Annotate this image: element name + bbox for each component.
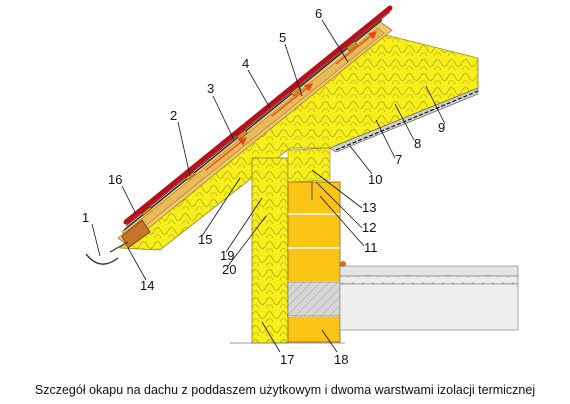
callout-14: 14: [140, 278, 154, 293]
wall-insulation: [251, 157, 289, 344]
floor-finish: [339, 265, 519, 277]
wall: [230, 147, 345, 344]
callout-8: 8: [414, 136, 421, 151]
leader-lines: [91, 19, 446, 353]
callout-11: 11: [364, 240, 378, 255]
gutter: [85, 253, 119, 265]
callout-19: 19: [220, 248, 234, 263]
callout-4: 4: [242, 56, 249, 71]
vapour-barrier: [335, 90, 479, 151]
callout-10: 10: [368, 172, 382, 187]
inner-lining: [329, 87, 479, 153]
callout-17: 17: [280, 352, 294, 367]
diagram-caption: Szczegół okapu na dachu z poddaszem użyt…: [34, 383, 536, 397]
block-wall: [287, 181, 341, 343]
callout-18: 18: [334, 352, 348, 367]
callout-20: 20: [222, 262, 236, 277]
roof-tiles: [123, 5, 393, 225]
callout-1: 1: [82, 210, 89, 225]
gutter-bracket: [109, 241, 129, 253]
eave-fascia: [121, 219, 151, 249]
ring-beam: [287, 281, 341, 317]
floor-slab: [339, 261, 519, 331]
floor-screed: [339, 275, 519, 285]
callout-2: 2: [170, 108, 177, 123]
floor-slab-concrete: [339, 283, 519, 331]
roof-tile-edge: [125, 11, 391, 227]
callout-3: 3: [207, 81, 214, 96]
sarking-board: [117, 27, 385, 244]
knee-insulation: [287, 147, 331, 183]
callout-16: 16: [108, 172, 122, 187]
callout-9: 9: [438, 120, 445, 135]
callout-15: 15: [198, 232, 212, 247]
roof-build-up: [117, 5, 479, 251]
callout-12: 12: [362, 220, 376, 235]
callout-5: 5: [279, 30, 286, 45]
callout-6: 6: [315, 6, 322, 21]
eave-detail-diagram: 1 2 3 4 5 6 7 8 9 10 11 12 13 14 15 16 1…: [82, 5, 519, 367]
callout-7: 7: [395, 152, 402, 167]
callouts: 1 2 3 4 5 6 7 8 9 10 11 12 13 14 15 16 1…: [82, 6, 445, 367]
ventilation-arrows: [205, 31, 378, 171]
callout-13: 13: [362, 200, 376, 215]
roof-membrane: [123, 19, 383, 231]
